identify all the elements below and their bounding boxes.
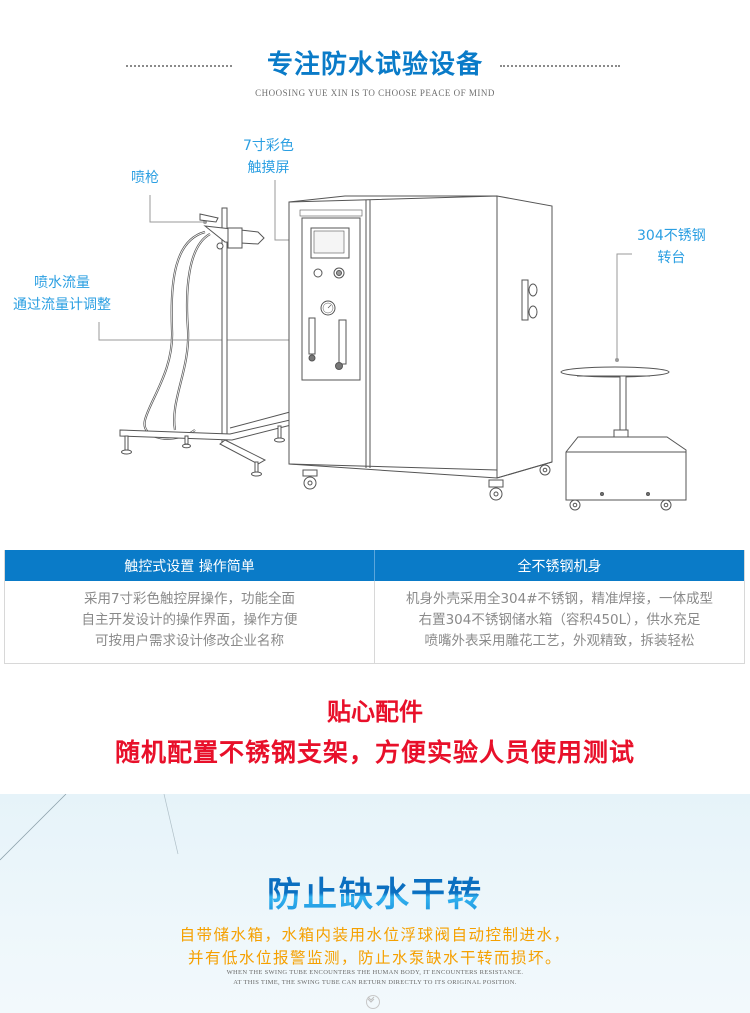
scroll-down-button[interactable]: [366, 995, 380, 1009]
callout-flow-meter: 喷水流量 通过流量计调整: [13, 272, 111, 316]
callout-spray-gun: 喷枪: [131, 167, 159, 189]
dry-run-description: 自带储水箱，水箱内装用水位浮球阀自动控制进水， 并有低水位报警监测，防止水泵缺水…: [0, 924, 750, 970]
chevron-down-circle-icon: [367, 996, 375, 1003]
feature-line: 喷嘴外表采用雕花工艺，外观精致，拆装轻松: [424, 632, 695, 649]
feature-line: 可按用户需求设计修改企业名称: [95, 632, 284, 649]
feature-touch-control: 触控式设置 操作简单 采用7寸彩色触控屏操作，功能全面 自主开发设计的操作界面，…: [5, 550, 374, 663]
feature-line: 机身外壳采用全304#不锈钢，精准焊接，一体成型: [405, 590, 714, 607]
dry-run-desc-line1: 自带储水箱，水箱内装用水位浮球阀自动控制进水，: [179, 926, 571, 944]
dotted-divider-left: [126, 65, 232, 67]
spray-stand: [119, 207, 297, 477]
feature-line: 采用7寸彩色触控屏操作，功能全面: [83, 590, 296, 607]
dry-run-title: 防止缺水干转: [0, 874, 750, 916]
callout-turntable-line2: 转台: [657, 250, 686, 266]
callout-flow-meter-line1: 喷水流量: [34, 275, 90, 291]
feature-table: 触控式设置 操作简单 采用7寸彩色触控屏操作，功能全面 自主开发设计的操作界面，…: [4, 550, 745, 664]
section-header: 专注防水试验设备 CHOOSING YUE XIN IS TO CHOOSE P…: [0, 0, 750, 110]
feature-line: 自主开发设计的操作界面，操作方便: [81, 611, 298, 628]
callout-turntable-line1: 304不锈钢: [637, 228, 706, 244]
section-dry-run-protection: 防止缺水干转 自带储水箱，水箱内装用水位浮球阀自动控制进水， 并有低水位报警监测…: [0, 794, 750, 1013]
feature-stainless-body: 全不锈钢机身 机身外壳采用全304#不锈钢，精准焊接，一体成型 右置304不锈钢…: [374, 550, 744, 663]
product-diagram: 喷枪 7寸彩色 触摸屏 喷水流量 通过流量计调整 304不锈钢 转台: [0, 110, 750, 530]
callout-touch-screen-line2: 触摸屏: [247, 160, 290, 176]
page-title: 专注防水试验设备: [266, 50, 483, 80]
decorative-lines: [0, 794, 179, 861]
callout-spray-gun-label: 喷枪: [131, 170, 159, 186]
machine-sketch-illustration: [98, 180, 687, 511]
main-cabinet: [288, 195, 553, 501]
english-note-line2: AT THIS TIME, THE SWING TUBE CAN RETURN …: [233, 979, 517, 986]
callout-touch-screen-line1: 7寸彩色: [243, 138, 294, 154]
callout-turntable: 304不锈钢 转台: [637, 225, 706, 269]
accessory-title: 贴心配件: [327, 698, 423, 726]
callout-touch-screen: 7寸彩色 触摸屏: [243, 135, 294, 179]
feature-heading: 全不锈钢机身: [374, 550, 744, 581]
dry-run-desc-line2: 并有低水位报警监测，防止水泵缺水干转而损坏。: [187, 949, 562, 967]
feature-description: 机身外壳采用全304#不锈钢，精准焊接，一体成型 右置304不锈钢储水箱（容积4…: [375, 581, 744, 663]
page-subtitle: CHOOSING YUE XIN IS TO CHOOSE PEACE OF M…: [255, 88, 495, 98]
dry-run-english-note: WHEN THE SWING TUBE ENCOUNTERS THE HUMAN…: [0, 968, 750, 988]
feature-heading: 触控式设置 操作简单: [5, 550, 374, 581]
english-note-line1: WHEN THE SWING TUBE ENCOUNTERS THE HUMAN…: [226, 969, 524, 976]
feature-line: 右置304不锈钢储水箱（容积450L），供水充足: [418, 611, 701, 628]
turntable: [560, 366, 687, 511]
feature-description: 采用7寸彩色触控屏操作，功能全面 自主开发设计的操作界面，操作方便 可按用户需求…: [5, 581, 374, 663]
dotted-divider-right: [500, 65, 620, 67]
accessory-subtitle: 随机配置不锈钢支架，方便实验人员使用测试: [114, 738, 635, 767]
callout-flow-meter-line2: 通过流量计调整: [13, 297, 111, 313]
